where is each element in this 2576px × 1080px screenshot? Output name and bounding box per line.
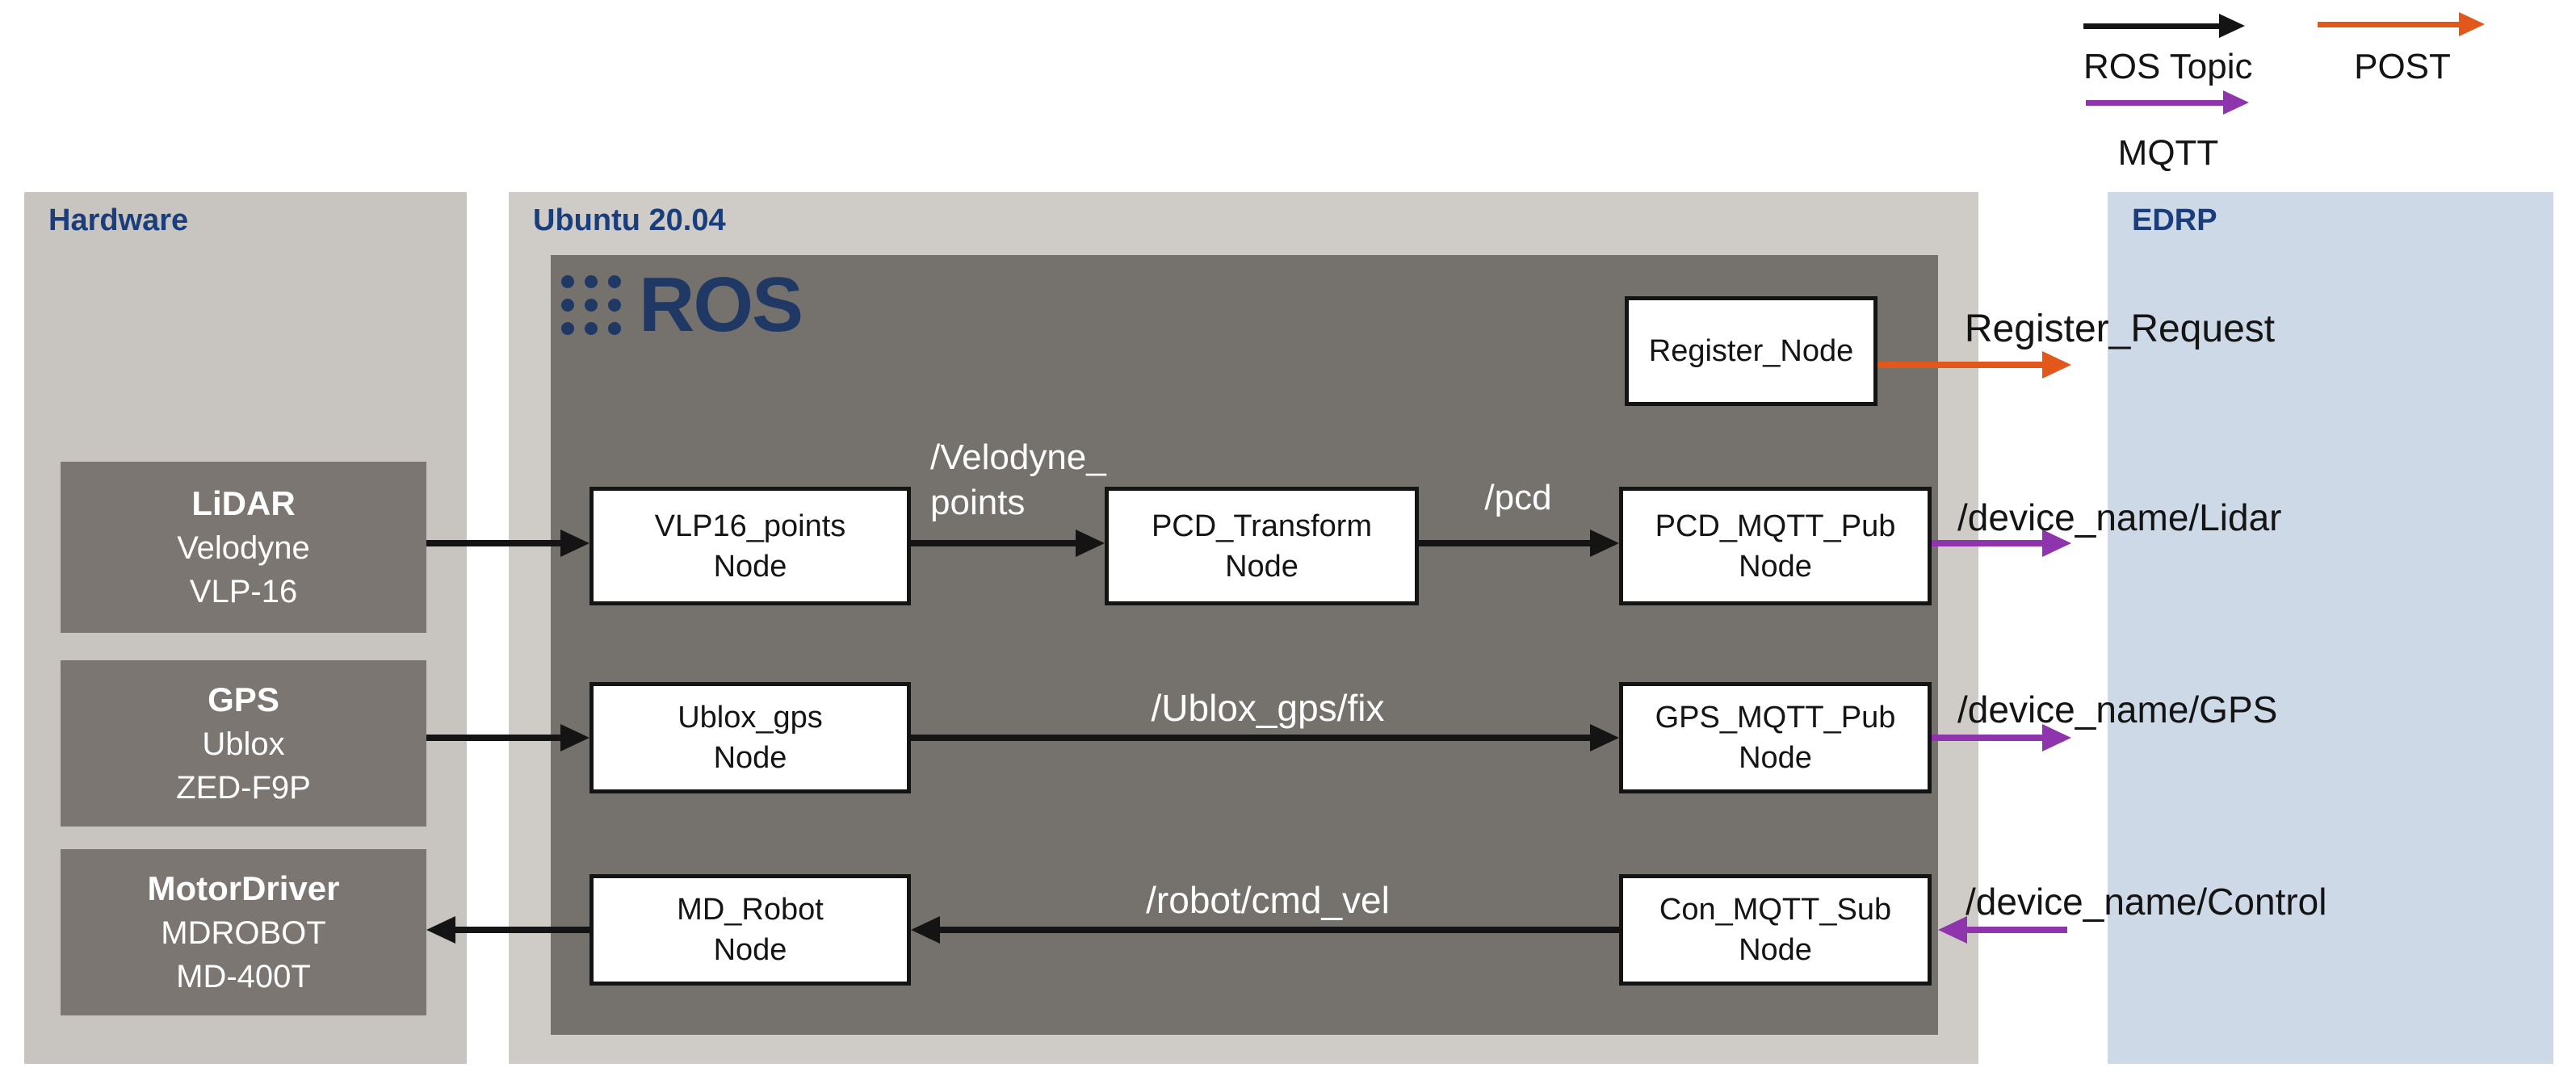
lidar-vendor: Velodyne [177, 530, 310, 566]
node-vlp16-points: VLP16_points Node [589, 487, 911, 605]
node-ublox-gps-line2: Node [713, 741, 787, 775]
legend-mqtt-label: MQTT [2117, 133, 2219, 173]
node-vlp16-line2: Node [713, 549, 787, 584]
topic-robot-cmd-vel: /robot/cmd_vel [1146, 879, 1390, 921]
node-pcd-mqtt-pub: PCD_MQTT_Pub Node [1619, 487, 1932, 605]
ubuntu-panel-title: Ubuntu 20.04 [533, 203, 726, 237]
node-pcd-transform-line1: PCD_Transform [1151, 509, 1373, 543]
edrp-panel: EDRP [2108, 192, 2553, 1064]
topic-device-name-lidar: /device_name/Lidar [1957, 496, 2282, 538]
node-register: Register_Node [1625, 296, 1877, 406]
node-gps-mqtt-pub: GPS_MQTT_Pub Node [1619, 682, 1932, 793]
lidar-title: LiDAR [191, 484, 296, 522]
ros-logo-text: ROS [639, 262, 803, 348]
legend-ros-topic-label: ROS Topic [2083, 47, 2253, 86]
node-con-mqtt-sub-line1: Con_MQTT_Sub [1659, 893, 1892, 927]
node-ublox-gps-line1: Ublox_gps [678, 701, 823, 735]
node-register-label: Register_Node [1648, 334, 1854, 368]
gps-title: GPS [208, 680, 279, 718]
node-vlp16-line1: VLP16_points [654, 509, 846, 543]
motordriver-title: MotorDriver [147, 869, 340, 907]
node-md-robot-line1: MD_Robot [677, 893, 824, 927]
topic-pcd: /pcd [1484, 478, 1552, 517]
ros-logo: ROS [561, 262, 803, 348]
node-md-robot-line2: Node [713, 933, 787, 967]
node-pcd-transform: PCD_Transform Node [1105, 487, 1419, 605]
edrp-panel-title: EDRP [2132, 203, 2217, 237]
legend-post-label: POST [2354, 47, 2451, 86]
node-ublox-gps: Ublox_gps Node [589, 682, 911, 793]
node-con-mqtt-sub-line2: Node [1739, 933, 1812, 967]
hardware-box-lidar: LiDAR Velodyne VLP-16 [61, 462, 426, 633]
topic-device-name-control: /device_name/Control [1966, 881, 2327, 923]
node-gps-mqtt-pub-line2: Node [1739, 741, 1812, 775]
topic-velodyne-points-line2: points [930, 483, 1026, 522]
motordriver-vendor: MDROBOT [161, 915, 326, 951]
topic-ublox-fix: /Ublox_gps/fix [1151, 687, 1385, 729]
topic-register-request: Register_Request [1964, 308, 2276, 350]
topic-velodyne-points-line1: /Velodyne_ [930, 437, 1106, 477]
gps-vendor: Ublox [202, 726, 285, 762]
node-pcd-mqtt-pub-line1: PCD_MQTT_Pub [1655, 509, 1896, 543]
topic-device-name-gps: /device_name/GPS [1957, 689, 2278, 730]
hardware-panel-title: Hardware [48, 203, 189, 237]
motordriver-model: MD-400T [176, 959, 311, 994]
hardware-box-motordriver: MotorDriver MDROBOT MD-400T [61, 849, 426, 1015]
gps-model: ZED-F9P [176, 770, 311, 806]
node-pcd-transform-line2: Node [1225, 549, 1298, 584]
node-gps-mqtt-pub-line1: GPS_MQTT_Pub [1655, 701, 1896, 735]
ros-dots-icon [561, 275, 621, 335]
node-pcd-mqtt-pub-line2: Node [1739, 549, 1812, 584]
hardware-box-gps: GPS Ublox ZED-F9P [61, 660, 426, 827]
node-con-mqtt-sub: Con_MQTT_Sub Node [1619, 874, 1932, 986]
lidar-model: VLP-16 [189, 574, 298, 609]
node-md-robot: MD_Robot Node [589, 874, 911, 986]
